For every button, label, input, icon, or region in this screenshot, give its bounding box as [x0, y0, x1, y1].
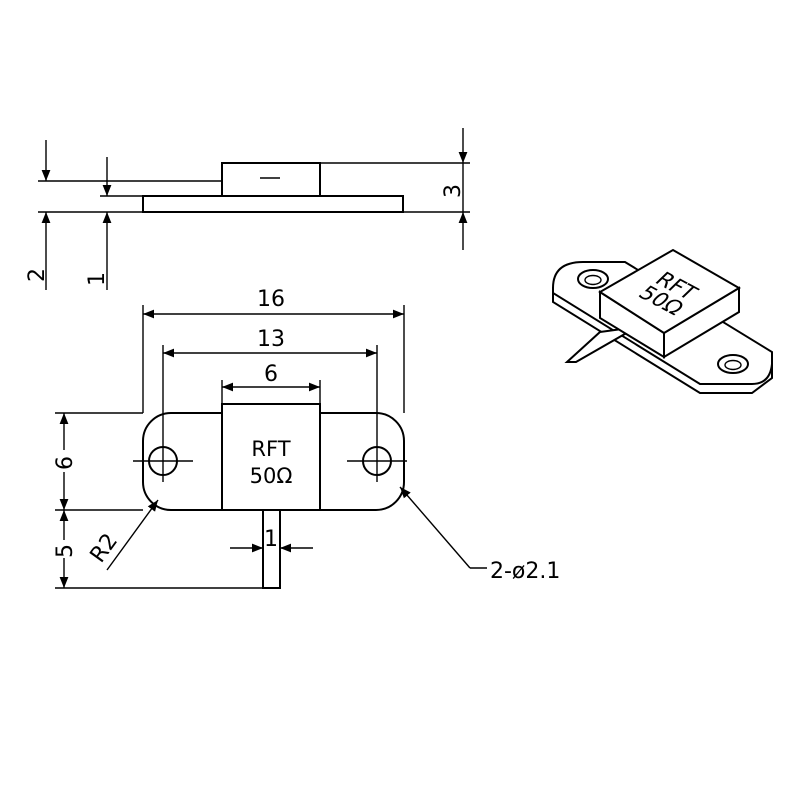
iso-hole-right: [717, 354, 749, 374]
dim-flange-left-label: 2: [25, 268, 50, 282]
top-body: [221, 403, 321, 511]
dim-total-height-label: 3: [441, 184, 466, 198]
hole-leader: [399, 486, 471, 569]
dim-tab-length-label: 5: [53, 544, 78, 558]
radius-leader: [106, 499, 159, 571]
dim-hole-spacing-label: 13: [257, 327, 285, 352]
iso-hole-left-inner: [584, 274, 602, 286]
top-view: RFT 50Ω 16 13 6 6 5: [53, 287, 560, 589]
side-view: 2 1 3: [25, 128, 470, 290]
dim-overall-width-label: 16: [257, 287, 285, 312]
marking-line1: RFT: [251, 437, 290, 461]
corner-radius-label: R2: [86, 529, 123, 567]
iso-view: RFT 50Ω: [552, 248, 773, 394]
iso-body-top: [598, 248, 741, 335]
iso-hole-left: [577, 269, 609, 289]
side-flange: [142, 195, 404, 213]
hole-callout-label: 2-ø2.1: [490, 559, 560, 584]
side-body: [221, 162, 321, 197]
dim-body-height-label: 6: [53, 456, 78, 470]
marking-line2: 50Ω: [250, 464, 293, 488]
dim-tab-width-label: 1: [264, 527, 278, 552]
dim-flange-inner-label: 1: [85, 272, 110, 286]
dim-body-width-label: 6: [264, 362, 278, 387]
iso-hole-right-inner: [724, 359, 742, 371]
